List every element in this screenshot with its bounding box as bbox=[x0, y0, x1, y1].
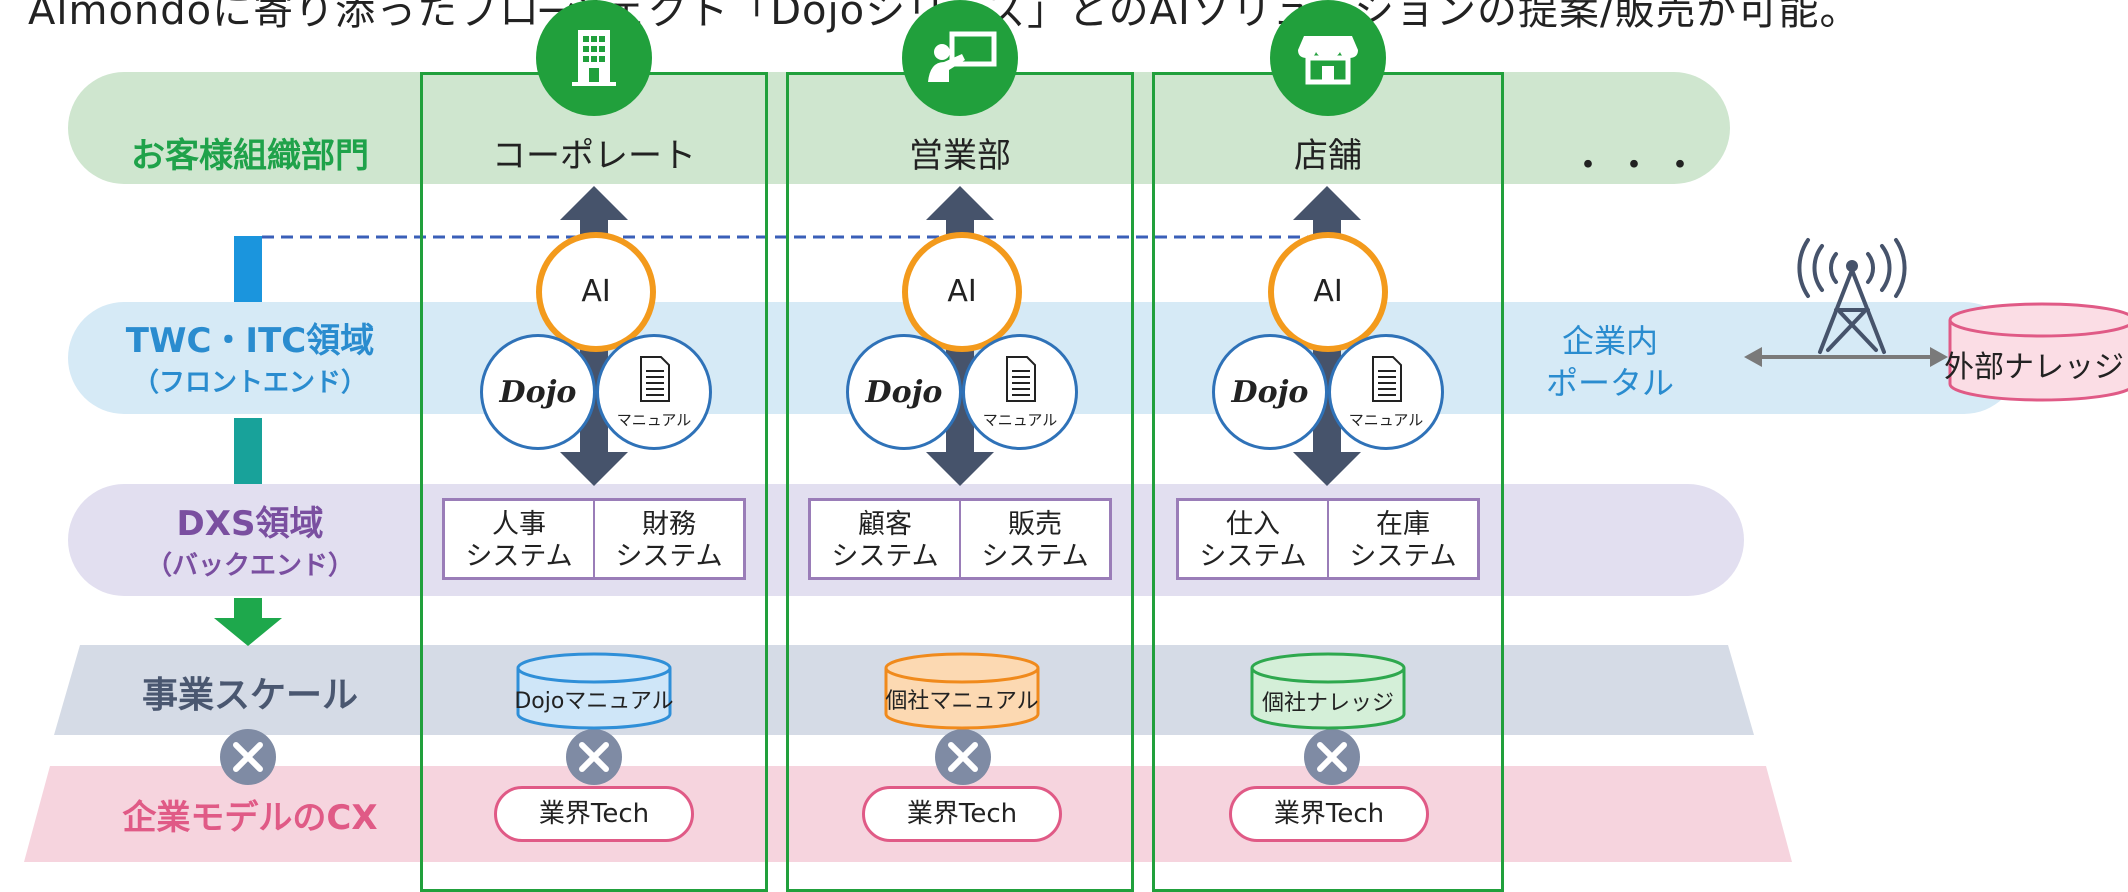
manual-label-sales: マニュアル bbox=[982, 411, 1058, 429]
dojo-logo-text: Dojo bbox=[499, 375, 577, 410]
multiply-icons bbox=[220, 729, 1360, 785]
antenna-icon bbox=[1797, 238, 1907, 354]
db-label-corporate: Dojoマニュアル bbox=[514, 689, 674, 714]
dojo-logo-store: Dojo bbox=[1212, 334, 1328, 450]
system-purchase: 仕入 システム bbox=[1199, 509, 1307, 572]
system-box-sales: 顧客 システム 販売 システム bbox=[808, 498, 1112, 580]
flow-arrow-down bbox=[214, 618, 282, 646]
row-label-twc: TWC・ITC領域 （フロントエンド） bbox=[80, 320, 420, 404]
flow-bar-teal bbox=[234, 418, 262, 484]
tech-pill-sales: 業界Tech bbox=[862, 786, 1062, 842]
system-sales: 販売 システム bbox=[959, 501, 1109, 577]
system-hr: 人事 システム bbox=[465, 509, 573, 572]
tech-pill-corporate: 業界Tech bbox=[494, 786, 694, 842]
system-finance: 財務 システム bbox=[593, 501, 743, 577]
system-box-corporate: 人事 システム 財務 システム bbox=[442, 498, 746, 580]
system-customer: 顧客 システム bbox=[831, 509, 939, 572]
manual-circle-corporate: マニュアル bbox=[596, 334, 712, 450]
column-frame-corporate bbox=[420, 72, 768, 892]
row-label-twc-sub: （フロントエンド） bbox=[132, 368, 367, 398]
manual-label-store: マニュアル bbox=[1348, 411, 1424, 429]
system-inventory: 在庫 システム bbox=[1327, 501, 1477, 577]
flow-bar-green bbox=[234, 598, 262, 620]
dojo-logo-corporate: Dojo bbox=[480, 334, 596, 450]
ai-circle-corporate: AI bbox=[536, 232, 656, 352]
dojo-logo-sales: Dojo bbox=[846, 334, 962, 450]
building-icon bbox=[536, 0, 652, 116]
dept-name-corporate: コーポレート bbox=[492, 136, 696, 176]
db-label-store: 個社ナレッジ bbox=[1261, 691, 1394, 716]
external-knowledge-label: 外部ナレッジ bbox=[1944, 350, 2124, 385]
dojo-logo-text: Dojo bbox=[1231, 375, 1309, 410]
row-label-dxs-sub: （バックエンド） bbox=[145, 551, 354, 581]
external-db-cylinder bbox=[1948, 302, 2128, 402]
db-cylinder-corporate bbox=[516, 652, 672, 730]
db-cylinder-sales bbox=[884, 652, 1040, 730]
store-icon bbox=[1270, 0, 1386, 116]
ai-circle-store: AI bbox=[1268, 232, 1388, 352]
flow-bar-blue bbox=[234, 236, 262, 302]
more-ellipsis: ・・・ bbox=[1570, 145, 1709, 186]
manual-circle-sales: マニュアル bbox=[962, 334, 1078, 450]
row-label-customer: お客様組織部門 bbox=[131, 136, 369, 176]
presentation-icon bbox=[902, 0, 1018, 116]
document-icon bbox=[640, 356, 670, 402]
document-icon bbox=[1372, 356, 1402, 402]
portal-external-arrow bbox=[1744, 347, 1948, 367]
row-label-cx: 企業モデルのCX bbox=[122, 798, 378, 838]
row-label-twc-main: TWC・ITC領域 bbox=[125, 321, 375, 361]
row-label-scale: 事業スケール bbox=[141, 675, 358, 716]
db-label-sales: 個社マニュアル bbox=[885, 689, 1039, 714]
column-frame-store bbox=[1152, 72, 1504, 892]
row-label-dxs-main: DXS領域 bbox=[176, 504, 324, 544]
customer-band bbox=[68, 72, 1730, 184]
ai-circle-sales: AI bbox=[902, 232, 1022, 352]
tech-pill-store: 業界Tech bbox=[1229, 786, 1429, 842]
document-icon bbox=[1006, 356, 1036, 402]
row-label-dxs: DXS領域 （バックエンド） bbox=[80, 503, 420, 587]
db-cylinder-store bbox=[1250, 652, 1406, 730]
manual-circle-store: マニュアル bbox=[1328, 334, 1444, 450]
dept-name-sales: 営業部 bbox=[909, 136, 1011, 176]
column-frame-sales bbox=[786, 72, 1134, 892]
portal-label: 企業内 ポータル bbox=[1545, 322, 1674, 402]
dojo-logo-text: Dojo bbox=[865, 375, 943, 410]
manual-label-corporate: マニュアル bbox=[616, 411, 692, 429]
dept-name-store: 店舗 bbox=[1294, 136, 1362, 176]
system-box-store: 仕入 システム 在庫 システム bbox=[1176, 498, 1480, 580]
